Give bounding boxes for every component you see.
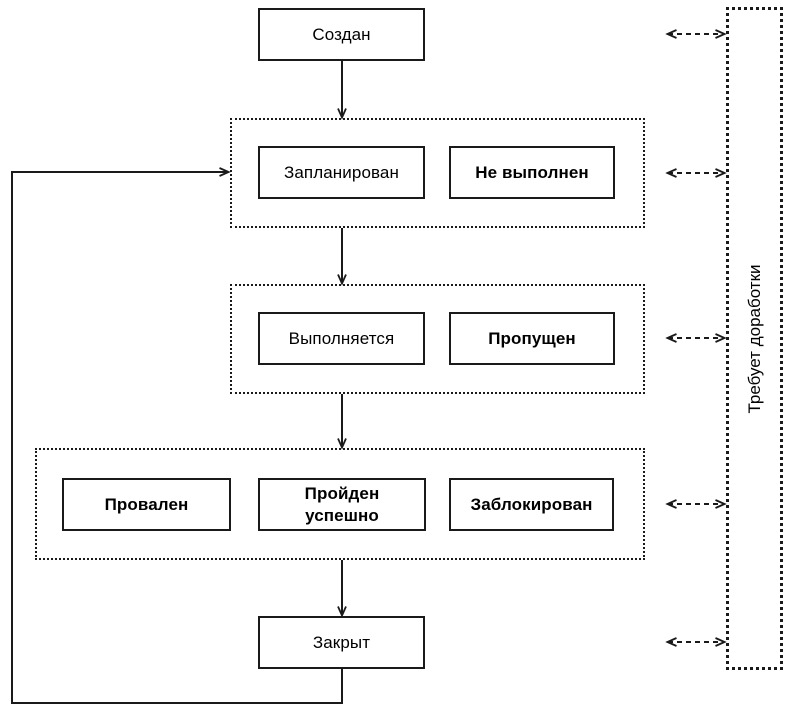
node-created[interactable]: Создан <box>258 8 425 61</box>
node-closed[interactable]: Закрыт <box>258 616 425 669</box>
node-skipped[interactable]: Пропущен <box>449 312 615 365</box>
group-in-progress <box>230 284 645 394</box>
node-failed[interactable]: Провален <box>62 478 231 531</box>
rework-panel-label: Требует доработки <box>744 263 764 414</box>
node-in-progress[interactable]: Выполняется <box>258 312 425 365</box>
node-not-executed[interactable]: Не выполнен <box>449 146 615 199</box>
node-blocked[interactable]: Заблокирован <box>449 478 614 531</box>
group-planned <box>230 118 645 228</box>
node-passed[interactable]: Пройден успешно <box>258 478 426 531</box>
group-results <box>35 448 645 560</box>
node-planned[interactable]: Запланирован <box>258 146 425 199</box>
rework-panel[interactable]: Требует доработки <box>726 7 783 670</box>
